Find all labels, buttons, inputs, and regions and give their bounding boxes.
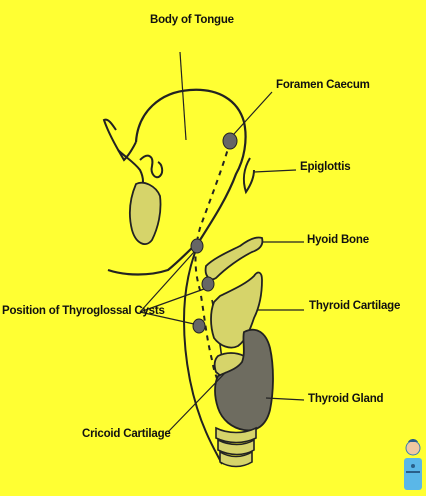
cyst-2 [201,276,215,292]
label-epiglottis: Epiglottis [300,161,351,173]
mandible [102,118,137,162]
leader-cyst-3 [139,311,195,325]
leader-cricoid-cartilage [167,371,227,433]
leader-body-of-tongue [179,51,187,141]
cyst-1 [190,238,204,254]
label-body-of-tongue: Body of Tongue [150,14,234,26]
leader-cyst-2 [139,288,205,313]
label-position-of-cysts: Position of Thyroglossal Cysts [2,305,165,317]
chin-muscle [129,181,162,245]
label-cricoid-cartilage: Cricoid Cartilage [82,428,171,440]
tongue-outline [107,88,247,276]
leader-epiglottis [253,169,297,173]
lip [139,154,164,179]
cyst-3 [192,318,206,334]
leader-thyroid-gland [265,397,305,401]
hyoid-bone [204,236,264,281]
leader-cyst-1 [139,251,195,313]
pharynx-wall [182,239,223,465]
thyroid-gland [214,328,274,432]
label-hyoid-bone: Hyoid Bone [307,234,369,246]
leader-foramen-caecum [233,91,273,135]
foramen-caecum [222,132,238,150]
epiglottis [242,157,255,195]
trachea-ring-3 [219,450,253,468]
label-thyroid-gland: Thyroid Gland [308,393,384,405]
label-foramen-caecum: Foramen Caecum [276,79,370,91]
trachea-ring-1 [215,426,257,444]
trachea-ring-2 [217,438,255,456]
doctor-icon [404,439,422,490]
thyroid-cartilage [210,271,263,349]
label-thyroid-cartilage: Thyroid Cartilage [309,300,401,312]
